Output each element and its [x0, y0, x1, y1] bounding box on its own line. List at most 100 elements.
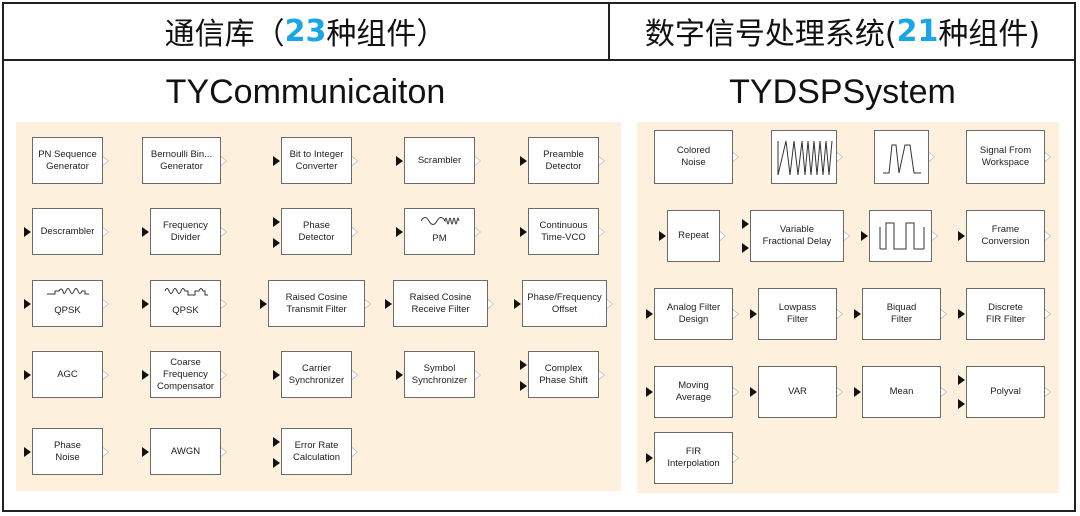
block-label: Bit to Integer Converter: [289, 148, 344, 172]
block-label: Continuous Time-VCO: [539, 219, 588, 243]
output-port-icon: [103, 298, 109, 309]
input-port-icon: [24, 447, 31, 457]
output-port-icon: [221, 155, 227, 166]
block-colored-noise[interactable]: Colored Noise: [654, 130, 739, 184]
block-label: AWGN: [170, 445, 201, 457]
input-port-icon: [396, 370, 403, 380]
input-port-icon: [854, 309, 861, 319]
input-port-icon: [273, 370, 280, 380]
block-analog-filter-design[interactable]: Analog Filter Design: [646, 288, 739, 340]
input-port-icon: [273, 238, 280, 248]
output-port-icon: [932, 231, 938, 241]
block-error-rate-calculation[interactable]: Error Rate Calculation: [273, 428, 358, 475]
block-label: QPSK: [172, 305, 199, 316]
block-repeat[interactable]: Repeat: [659, 210, 726, 262]
block-discrete-fir-filter[interactable]: Discrete FIR Filter: [958, 288, 1051, 340]
input-port-icon: [750, 387, 757, 397]
block-pulse-generator[interactable]: [874, 130, 935, 184]
block-continuous-time-vco[interactable]: Continuous Time-VCO: [520, 208, 605, 255]
input-port-icon: [273, 437, 280, 447]
output-port-icon: [221, 226, 227, 237]
block-label: Phase Noise: [54, 439, 81, 463]
block-raised-cosine-receive-filter[interactable]: Raised Cosine Receive Filter: [385, 280, 494, 327]
block-complex-phase-shift[interactable]: Complex Phase Shift: [520, 351, 605, 398]
block-qpsk-modulator[interactable]: QPSK: [24, 280, 109, 327]
block-awgn[interactable]: AWGN: [142, 428, 227, 475]
output-port-icon: [475, 369, 481, 380]
input-port-icon: [142, 370, 149, 380]
block-label: AGC: [57, 368, 78, 380]
output-port-icon: [607, 298, 613, 309]
block-symbol-synchronizer[interactable]: Symbol Synchronizer: [396, 351, 481, 398]
block-agc[interactable]: AGC: [24, 351, 109, 398]
header-right-suffix: 种组件): [938, 17, 1041, 52]
input-port-icon: [646, 309, 653, 319]
block-label: Discrete FIR Filter: [985, 302, 1026, 325]
input-port-icon: [396, 156, 403, 166]
block-moving-average[interactable]: Moving Average: [646, 366, 739, 418]
block-phase-detector[interactable]: Phase Detector: [273, 208, 358, 255]
block-coarse-frequency-compensator[interactable]: Coarse Frequency Compensator: [142, 351, 227, 398]
block-label: Carrier Synchronizer: [288, 362, 345, 386]
block-scrambler[interactable]: Scrambler: [396, 137, 481, 184]
block-label: Coarse Frequency Compensator: [156, 356, 215, 392]
output-port-icon: [1045, 387, 1051, 397]
block-polyval[interactable]: Polyval: [958, 366, 1051, 418]
output-port-icon: [475, 155, 481, 166]
block-raised-cosine-transmit-filter[interactable]: Raised Cosine Transmit Filter: [260, 280, 371, 327]
block-var[interactable]: VAR: [750, 366, 843, 418]
input-port-icon: [958, 309, 965, 319]
output-port-icon: [103, 369, 109, 380]
output-port-icon: [488, 298, 494, 309]
header-right-count: 21: [896, 13, 939, 49]
block-label: PM: [432, 233, 447, 244]
block-descrambler[interactable]: Descrambler: [24, 208, 109, 255]
block-frequency-divider[interactable]: Frequency Divider: [142, 208, 227, 255]
block-phase-noise[interactable]: Phase Noise: [24, 428, 109, 475]
output-port-icon: [599, 369, 605, 380]
input-port-icon: [742, 219, 749, 229]
output-port-icon: [352, 446, 358, 457]
header-left-suffix: 种组件）: [326, 17, 447, 52]
header-divider: [608, 2, 610, 60]
input-port-icon: [958, 399, 965, 409]
output-port-icon: [103, 155, 109, 166]
output-port-icon: [352, 226, 358, 237]
block-preamble-detector[interactable]: Preamble Detector: [520, 137, 605, 184]
block-lowpass-filter[interactable]: Lowpass Filter: [750, 288, 843, 340]
block-label: Descrambler: [40, 225, 95, 237]
block-phase-frequency-offset[interactable]: Phase/Frequency Offset: [514, 280, 613, 327]
block-pn-sequence-generator[interactable]: PN Sequence Generator: [32, 137, 109, 184]
block-discrete-pulse[interactable]: [861, 210, 938, 262]
block-fir-interpolation[interactable]: FIR Interpolation: [646, 432, 739, 484]
input-port-icon: [742, 243, 749, 253]
output-port-icon: [1045, 231, 1051, 241]
block-label: Signal From Workspace: [979, 145, 1032, 168]
block-mean[interactable]: Mean: [854, 366, 947, 418]
block-label: PN Sequence Generator: [38, 148, 97, 172]
output-port-icon: [844, 231, 850, 241]
chirp-waveform-icon: [777, 140, 833, 176]
block-label: Variable Fractional Delay: [762, 224, 832, 247]
block-bit-to-integer-converter[interactable]: Bit to Integer Converter: [273, 137, 358, 184]
block-chirp[interactable]: [771, 130, 843, 184]
input-port-icon: [958, 375, 965, 385]
output-port-icon: [941, 387, 947, 397]
block-frame-conversion[interactable]: Frame Conversion: [958, 210, 1051, 262]
block-pm[interactable]: PM: [396, 208, 481, 255]
block-qpsk-demodulator[interactable]: QPSK: [142, 280, 227, 327]
block-label: Preamble Detector: [543, 148, 584, 172]
header-left-count: 23: [284, 13, 327, 49]
output-port-icon: [1045, 309, 1051, 319]
input-port-icon: [520, 360, 527, 370]
block-carrier-synchronizer[interactable]: Carrier Synchronizer: [273, 351, 358, 398]
block-signal-from-workspace[interactable]: Signal From Workspace: [966, 130, 1051, 184]
block-label: Error Rate Calculation: [293, 439, 340, 463]
input-port-icon: [520, 227, 527, 237]
input-port-icon: [260, 299, 267, 309]
output-port-icon: [599, 155, 605, 166]
block-variable-fractional-delay[interactable]: Variable Fractional Delay: [742, 210, 850, 262]
block-biquad-filter[interactable]: Biquad Filter: [854, 288, 947, 340]
input-port-icon: [514, 299, 521, 309]
block-bernoulli-binary-generator[interactable]: Bernoulli Bin... Generator: [142, 137, 227, 184]
